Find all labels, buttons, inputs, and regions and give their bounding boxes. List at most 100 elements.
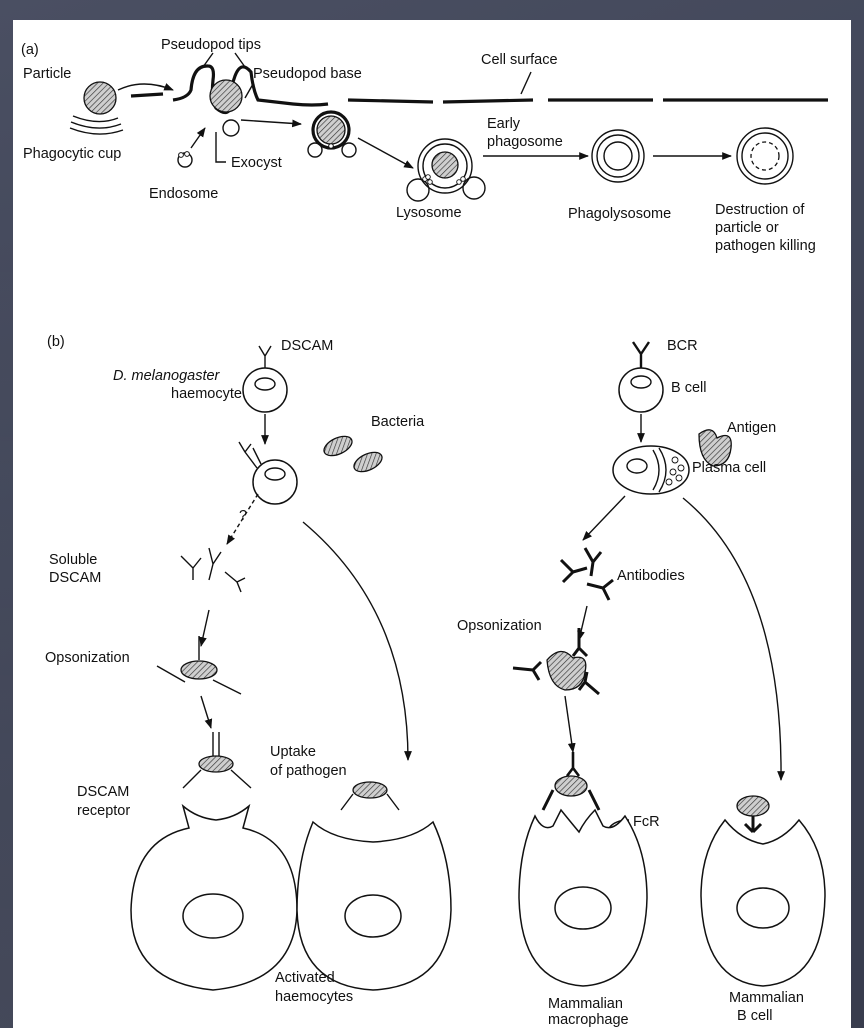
lysosome-right (462, 176, 486, 200)
antigen-label: Antigen (727, 420, 776, 436)
b-cell (618, 367, 664, 413)
soluble-dscam-label-1: Soluble (49, 552, 97, 568)
antigen (698, 429, 732, 467)
membrane-seg-3 (442, 98, 534, 104)
haemocyte-label: haemocyte (171, 386, 242, 402)
opsonized-antigen (546, 650, 587, 691)
plasma-vesicles (665, 456, 685, 486)
phagolysosome-inner (603, 141, 633, 171)
receptor-arms (182, 769, 252, 789)
question-label: ? (239, 508, 247, 524)
uptake-label-1: Uptake (270, 744, 316, 760)
activated-haemocyte-cell (252, 459, 298, 505)
panel-a-label: (a) (21, 42, 39, 58)
destruction-label-2: particle or (715, 220, 779, 236)
phagocytic-cup-lines (69, 115, 124, 135)
bacterium-1 (323, 435, 353, 457)
opsonizing-antibodies (512, 628, 600, 696)
arrow-to-internalized (240, 119, 302, 128)
bacteria-label: Bacteria (371, 414, 425, 430)
activated-label-1: Activated (275, 970, 335, 986)
species-label: D. melanogaster (113, 368, 221, 384)
bcr-bound (743, 816, 763, 834)
plasma-cell-label: Plasma cell (692, 460, 766, 476)
haemocyte-nucleus (254, 377, 276, 391)
fcr-label: FcR (633, 814, 660, 830)
activated-haemocyte-nucleus (264, 467, 286, 481)
fusion-dot (328, 143, 334, 149)
lysosome-granules (422, 174, 466, 185)
mammalian-b-label-1: Mammalian (729, 990, 804, 1006)
membrane-seg-1 (130, 92, 164, 98)
endosome-dot-1 (178, 152, 184, 158)
activated-label-2: haemocytes (275, 989, 353, 1005)
uptake-label-2: of pathogen (270, 763, 347, 779)
soluble-dscam-label-2: DSCAM (49, 570, 101, 586)
panel-a: (a) Particle Phagocytic cup Pseudopod ti… (21, 37, 828, 254)
phagolysosome-middle (596, 134, 640, 178)
opsonization-left-label: Opsonization (45, 650, 130, 666)
macrophage-label-1: Mammalian (548, 996, 623, 1012)
phagolysosome-outer (591, 129, 645, 183)
early-phagosome-outer (417, 138, 473, 194)
early-phagosome-inner (422, 143, 468, 189)
antibodies-label: Antibodies (617, 568, 685, 584)
opsonized-bacterium-left (180, 660, 218, 680)
bcr-label: BCR (667, 338, 698, 354)
internalized-particle (316, 115, 346, 145)
pseudopod-base-pointer (244, 83, 254, 99)
destruction-label-1: Destruction of (715, 202, 805, 218)
panel-b-label: (b) (47, 334, 65, 350)
fc-receptors (541, 789, 601, 811)
membrane-dscam (238, 441, 262, 469)
dscam-molecule (258, 345, 272, 368)
haemocyte-2-nucleus (344, 894, 402, 938)
pseudopod-tips-pointers (202, 52, 246, 68)
uptake-arrow (302, 521, 412, 761)
destruction-middle (741, 132, 789, 180)
antibodies (559, 547, 614, 601)
haemocyte-2-receptors (340, 793, 400, 811)
pseudopod-tips-label: Pseudopod tips (161, 37, 261, 53)
free-particle (83, 81, 117, 115)
engulfed-particle (209, 79, 243, 113)
destruction-label-3: pathogen killing (715, 238, 816, 254)
early-phagosome-label-2: phagosome (487, 134, 563, 150)
haemocyte-1-nucleus (182, 893, 244, 939)
fusing-vesicle-left (307, 142, 323, 158)
destruction-dashed-particle (750, 141, 780, 171)
soluble-dscam (180, 547, 246, 593)
mammalian-b-cell-nucleus (736, 887, 790, 929)
plasma-cell-nucleus (626, 458, 648, 474)
membrane-seg-2 (347, 98, 434, 104)
lysosome-label: Lysosome (396, 205, 462, 221)
plasma-to-antibodies-arrow (582, 495, 626, 541)
fusing-vesicle-right (341, 142, 357, 158)
pseudopod-base-label: Pseudopod base (253, 66, 362, 82)
plasma-cell (612, 445, 690, 495)
phagolysosome-label: Phagolysosome (568, 206, 671, 222)
particle-arrow (117, 83, 174, 91)
soluble-arrow (199, 609, 210, 647)
bacterium-haemocyte-2 (352, 781, 388, 799)
cell-surface-pointer (520, 71, 532, 95)
bacterium-2 (353, 451, 383, 473)
early-phagosome-particle (431, 151, 459, 179)
opsonizing-dscam (156, 636, 242, 695)
b-cell-nucleus (630, 375, 652, 389)
antibody-on-antigen (565, 752, 581, 777)
phagocytic-cup-label: Phagocytic cup (23, 146, 121, 162)
antigen-at-b-cell (736, 795, 770, 817)
receptor-stalk (212, 732, 220, 756)
plasma-to-bcell-arrow (682, 497, 786, 781)
panel-b-insect: (b) DSCAM D. melanogaster haemocyte Bact… (45, 334, 452, 1005)
cell-surface-label: Cell surface (481, 52, 558, 68)
opsonized-arrow (200, 695, 213, 729)
b-cell-label: B cell (671, 380, 706, 396)
lysosome-left (406, 178, 430, 202)
endosome-dot-2 (184, 151, 190, 157)
exocyst-pointer (215, 132, 226, 163)
antigen-at-macrophage (554, 775, 588, 797)
opsonization-right-label: Opsonization (457, 618, 542, 634)
endosome-label: Endosome (149, 186, 218, 202)
